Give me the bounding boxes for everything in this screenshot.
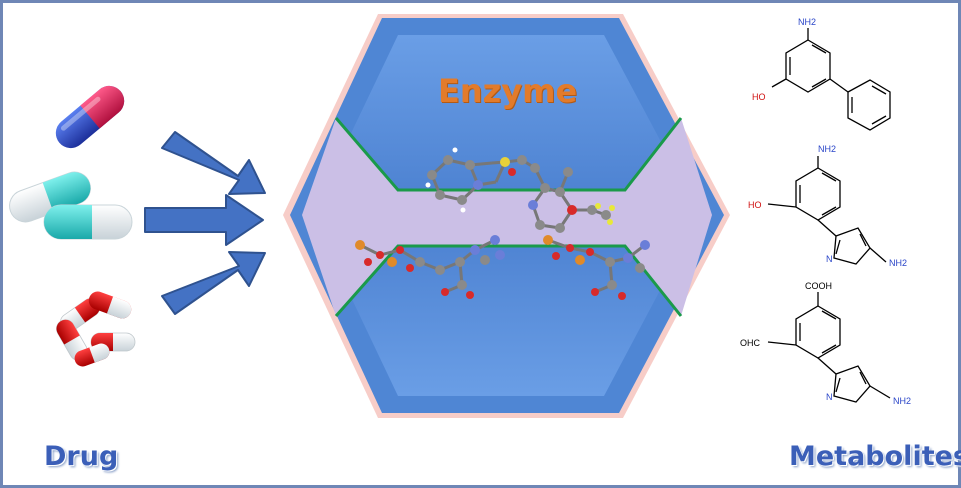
metabolites-label: Metabolites [789,441,961,472]
capsule-icon [43,204,133,240]
metabolite-structure-1 [771,28,891,131]
chem-label: NH2 [889,258,907,268]
chem-label: NH2 [893,396,911,406]
chem-label: NH2 [798,17,816,27]
arrow-icon [161,131,266,195]
chem-label: OHC [740,338,761,348]
capsule-icon [55,85,125,149]
drug-label: Drug [44,441,119,472]
arrow-icon [161,251,266,315]
metabolite-structure-3 [767,292,891,403]
enzyme-hexagon [283,14,730,418]
chem-label: NH2 [818,144,836,154]
arrow-icon [144,194,264,246]
enzyme-label: Enzyme [438,72,578,110]
chem-label: HO [748,200,762,210]
active-site [302,118,712,316]
pills-icon [56,291,136,367]
chem-label: N [826,254,833,264]
capsule-icon [9,171,91,223]
chem-label: N [826,392,833,402]
metabolite-structure-2 [767,156,887,265]
chem-label: COOH [805,281,832,291]
chem-label: HO [752,92,766,102]
